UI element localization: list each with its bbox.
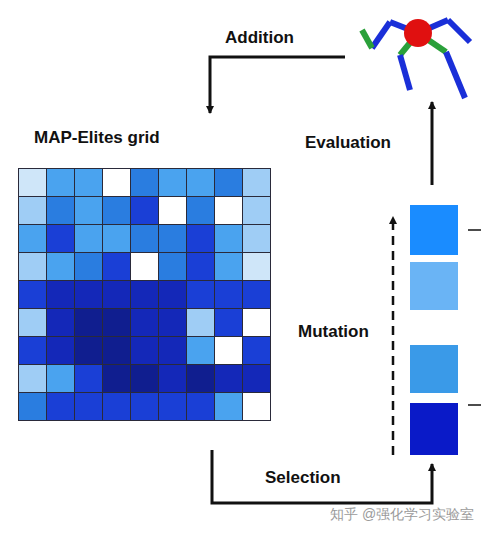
grid-cell [130, 364, 159, 393]
grid-cell [46, 168, 75, 197]
map-elites-grid: MAP-Elites grid [18, 128, 270, 420]
grid-cell [18, 308, 47, 337]
grid-cell [102, 336, 131, 365]
grid-cell [74, 252, 103, 281]
grid-cell [158, 196, 187, 225]
grid-cell [18, 336, 47, 365]
grid-cell [242, 196, 271, 225]
grid-cell [102, 280, 131, 309]
grid-cell [186, 336, 215, 365]
grid-cell [214, 224, 243, 253]
grid-cell [102, 196, 131, 225]
grid-cell [130, 308, 159, 337]
grid-cell [242, 168, 271, 197]
arrow-label: Evaluation [305, 133, 391, 153]
grid-cell [214, 364, 243, 393]
mutation-arrow [392, 217, 395, 455]
robot-illustration [362, 19, 470, 98]
grid-cell [130, 252, 159, 281]
grid-cell [186, 252, 215, 281]
grid-heading: MAP-Elites grid [34, 128, 160, 148]
grid-cell [46, 196, 75, 225]
grid-cell [186, 224, 215, 253]
grid-cell [46, 364, 75, 393]
genome-column [410, 205, 481, 455]
grid-cell [186, 392, 215, 421]
grid-cell [74, 308, 103, 337]
grid-cell [158, 280, 187, 309]
grid-cell [186, 280, 215, 309]
grid-cell [130, 196, 159, 225]
grid-cell [130, 168, 159, 197]
grid-cell [214, 168, 243, 197]
grid-cell [158, 336, 187, 365]
grid-cell [74, 392, 103, 421]
grid-cell [158, 392, 187, 421]
grid-cell [74, 336, 103, 365]
grid-cell [242, 336, 271, 365]
grid-cell [74, 224, 103, 253]
grid-cell [242, 364, 271, 393]
grid-cell [242, 392, 271, 421]
watermark: 知乎 @强化学习实验室 [330, 506, 474, 524]
grid-cell [46, 224, 75, 253]
grid-cell [18, 224, 47, 253]
grid-cell [242, 308, 271, 337]
grid-cell [186, 168, 215, 197]
grid-cell [102, 308, 131, 337]
grid-cell [46, 392, 75, 421]
grid-cell [186, 196, 215, 225]
grid-cell [214, 252, 243, 281]
grid-cell [102, 392, 131, 421]
grid-cell [158, 252, 187, 281]
grid-cell [130, 280, 159, 309]
grid-cell [242, 280, 271, 309]
grid-cell [74, 196, 103, 225]
grid-cell [74, 364, 103, 393]
selection-arrow [212, 450, 432, 503]
grid-cell [158, 308, 187, 337]
grid-cell [130, 224, 159, 253]
addition-arrow [210, 57, 345, 113]
grid-cell [18, 252, 47, 281]
grid-cell [46, 280, 75, 309]
grid-cell [214, 308, 243, 337]
grid-cell [186, 364, 215, 393]
grid-cell [18, 168, 47, 197]
grid-cell [158, 364, 187, 393]
grid-cell [102, 252, 131, 281]
grid-cell [18, 280, 47, 309]
grid-cell [46, 252, 75, 281]
grid-cell [102, 224, 131, 253]
grid-cell [74, 280, 103, 309]
grid-cell [18, 196, 47, 225]
grid-cell [242, 224, 271, 253]
grid-cell [214, 280, 243, 309]
grid-cell [158, 168, 187, 197]
grid-cell [18, 392, 47, 421]
grid-cell [46, 308, 75, 337]
arrow-label: Addition [225, 28, 294, 48]
grid-cell [158, 224, 187, 253]
grid-cell [102, 168, 131, 197]
arrow-label: Selection [265, 468, 341, 488]
grid-cell [130, 392, 159, 421]
grid-cell [18, 364, 47, 393]
evaluation-arrow [431, 102, 434, 185]
grid-cell [102, 364, 131, 393]
grid-cell [214, 392, 243, 421]
grid-cell [46, 336, 75, 365]
grid-cell [186, 308, 215, 337]
grid-cell [214, 336, 243, 365]
grid-cell [214, 196, 243, 225]
grid-cell [130, 336, 159, 365]
grid-cell [74, 168, 103, 197]
grid-cell [242, 252, 271, 281]
arrow-label: Mutation [298, 322, 369, 342]
